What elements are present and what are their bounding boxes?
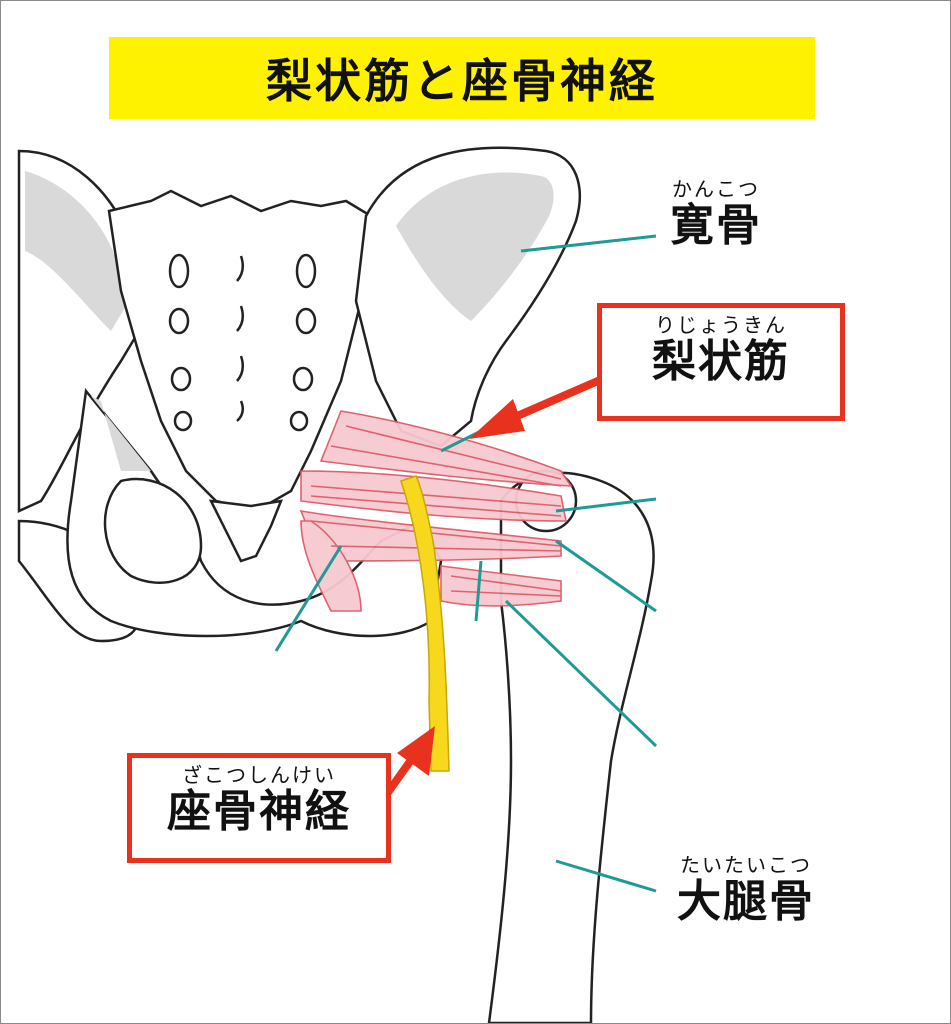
- title-banner: 梨状筋と座骨神経: [109, 37, 815, 119]
- label-sciatic: ざこつしんけい 座骨神経: [131, 763, 387, 837]
- ruby-sciatic: ざこつしんけい: [182, 763, 336, 787]
- label-femur: たいたいこつ 大腿骨: [661, 853, 831, 927]
- label-ilium: かんこつ 寛骨: [656, 177, 776, 251]
- ruby-ilium: かんこつ: [672, 177, 760, 201]
- ruby-piriformis: りじょうきん: [655, 313, 787, 337]
- name-ilium: 寛骨: [670, 200, 762, 251]
- box-sciatic: [127, 753, 391, 863]
- label-piriformis: りじょうきん 梨状筋: [601, 313, 841, 387]
- name-piriformis: 梨状筋: [652, 336, 790, 387]
- name-femur: 大腿骨: [677, 876, 815, 927]
- right-ilium: [66, 146, 581, 638]
- ruby-femur: たいたいこつ: [680, 853, 812, 877]
- name-sciatic: 座骨神経: [167, 786, 351, 837]
- sciatic-nerve: [400, 475, 450, 772]
- box-piriformis: [597, 303, 845, 421]
- page-title: 梨状筋と座骨神経: [266, 54, 658, 108]
